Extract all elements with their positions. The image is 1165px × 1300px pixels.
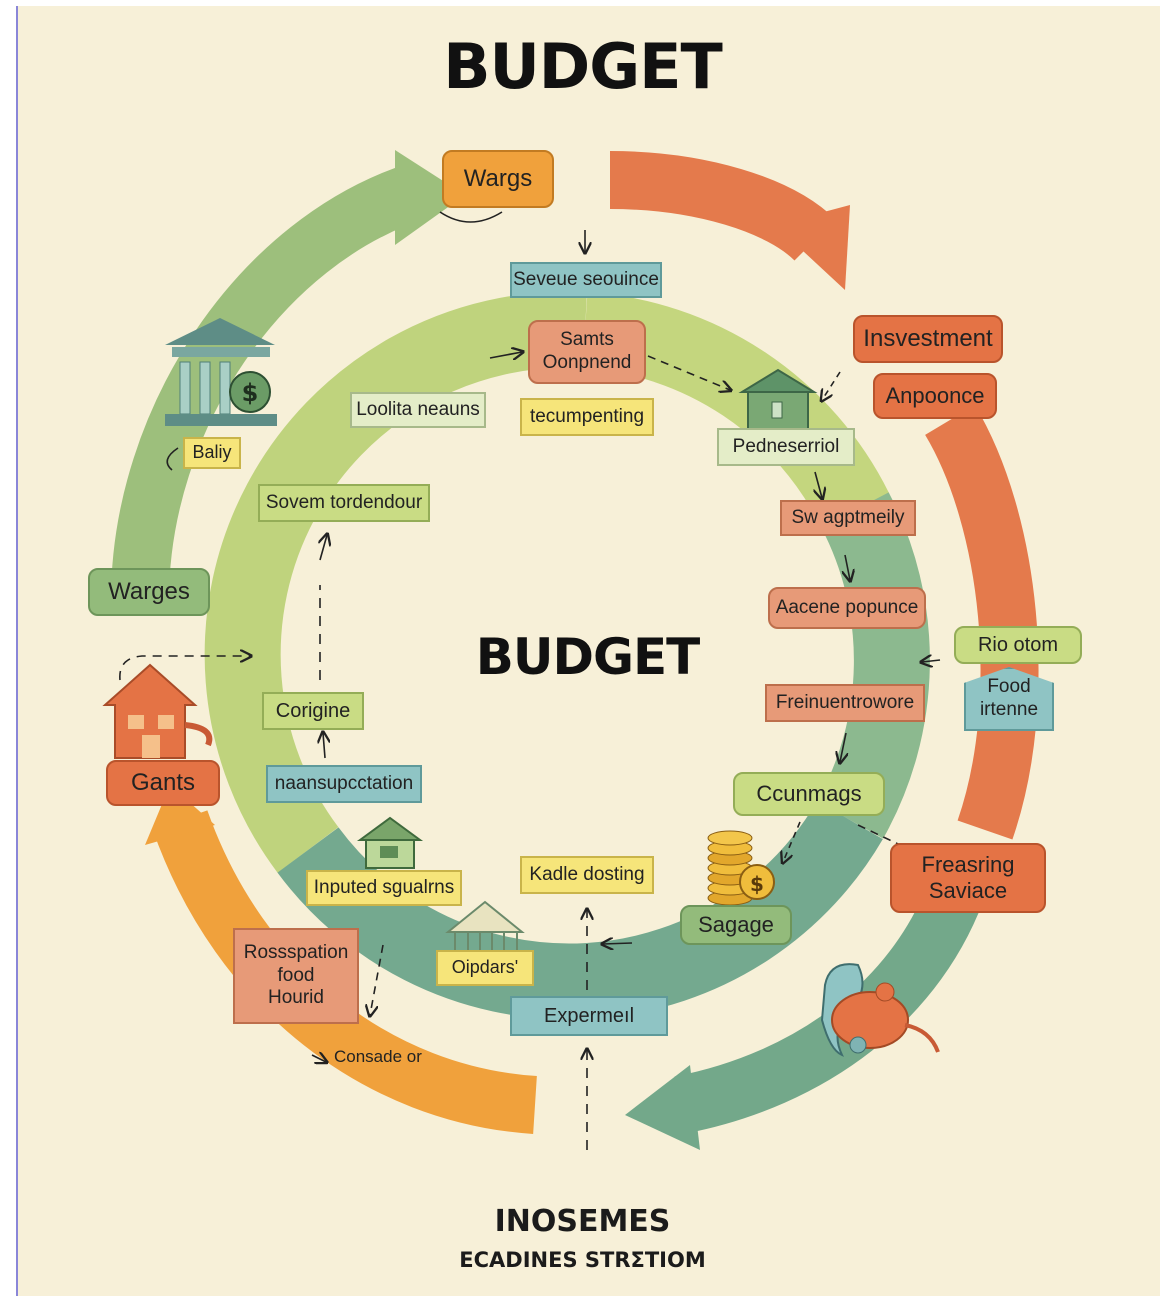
outer-amber-arrowhead — [145, 785, 215, 845]
market-stall-icon — [445, 900, 525, 965]
label-expermeil: Expermeıl — [510, 996, 668, 1036]
label-oipdars: Oipdars' — [436, 950, 534, 986]
label-baliy: Baliy — [183, 437, 241, 469]
label-anpoonce: Anpoonce — [873, 373, 997, 419]
outer-green-arrowhead — [395, 150, 465, 245]
coin-stack-icon: $ — [707, 830, 775, 906]
house-icon — [102, 663, 213, 759]
label-loolita-neauns: Loolita neauns — [350, 392, 486, 428]
footer-subtitle: ECADINES STRΣTIOM — [459, 1248, 706, 1272]
outer-teal-arrowhead — [625, 1065, 700, 1150]
footer-title: INOSEMES — [494, 1204, 671, 1239]
label-seveue-seouince: Seveue seouince — [510, 262, 662, 298]
page-title: BUDGET — [443, 30, 723, 103]
outer-orange-arrowhead — [775, 205, 850, 290]
label-samts-oonpnend: Samts Oonpnend — [528, 320, 646, 384]
label-sw-agptmeily: Sw agptmeily — [780, 500, 916, 536]
label-food-irtenne: Food irtenne — [964, 667, 1054, 731]
label-inputed-sgualrns: Inputed sgualrns — [306, 870, 462, 906]
label-consade-or: Consade or — [334, 1046, 422, 1066]
label-gants: Gants — [106, 760, 220, 806]
label-sovem-tordendour: Sovem tordendour — [258, 484, 430, 522]
label-tecumpenting: tecumpenting — [520, 398, 654, 436]
bank-dollar-icon: $ — [165, 318, 277, 426]
small-house-icon — [356, 816, 424, 869]
label-investment: Insvestment — [853, 315, 1003, 363]
label-kadle-dosting: Kadle dosting — [520, 856, 654, 894]
label-corigine: Corigine — [262, 692, 364, 730]
svg-text:$: $ — [242, 379, 259, 407]
label-naansupcctation: naansupcctation — [266, 765, 422, 803]
label-aacene-popunce: Aacene popunce — [768, 587, 926, 629]
label-warges: Warges — [88, 568, 210, 616]
piggy-bank-icon — [820, 963, 940, 1057]
label-wargs: Wargs — [442, 150, 554, 208]
label-rio-otom: Rio otom — [954, 626, 1082, 664]
label-rossspation-food-hourid: Rossspation food Hourid — [233, 928, 359, 1024]
label-pedneserriol: Pedneserriol — [717, 428, 855, 466]
label-sagage: Sagage — [680, 905, 792, 945]
label-freinuentrowore: Freinuentrowore — [765, 684, 925, 722]
center-title: BUDGET — [475, 628, 701, 686]
svg-text:$: $ — [750, 872, 764, 896]
small-house-icon — [738, 368, 818, 431]
label-freasring-saviace: Freasring Saviace — [890, 843, 1046, 913]
connectors — [119, 211, 941, 1150]
label-ccunmags: Ccunmags — [733, 772, 885, 816]
